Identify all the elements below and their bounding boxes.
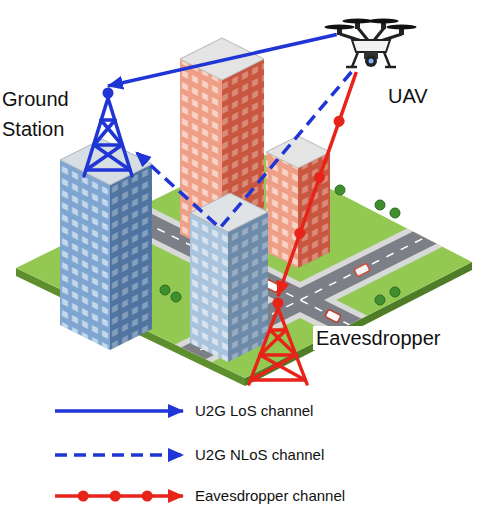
uav-drone [343, 19, 373, 24]
blue-building [110, 164, 152, 350]
trees [375, 200, 385, 210]
ground-station-tower [103, 88, 114, 99]
uav-drone [385, 66, 396, 69]
node-label: Ground Station [2, 84, 69, 144]
uav-drone [325, 19, 417, 68]
uav-drone [352, 40, 390, 52]
legend-label: U2G NLoS channel [195, 442, 324, 468]
node-label: Eavesdropper [313, 326, 444, 350]
legend-line-sample [55, 409, 183, 413]
legend-label: U2G LoS channel [195, 398, 313, 424]
front-building [228, 212, 268, 362]
ground-station-tower [86, 168, 130, 172]
trees [335, 185, 345, 195]
uav-drone [365, 55, 377, 67]
uav-drone [325, 25, 355, 30]
eavesdropper-tower [260, 355, 305, 380]
legend-line-sample [55, 453, 183, 457]
trees [171, 292, 181, 302]
small-red-building [266, 136, 330, 268]
eavesdropper-tower [260, 330, 286, 355]
blue-building [60, 160, 110, 350]
ground-station-node: Ground Station [80, 86, 136, 178]
legend-label: Eavesdropper channel [195, 483, 345, 509]
trees [160, 285, 170, 295]
blue-building [60, 139, 152, 185]
los-channel-arrow [108, 35, 337, 87]
uav-drone [352, 52, 358, 67]
legend-sample [48, 442, 190, 468]
uav-drone [369, 59, 374, 64]
blue-building [110, 164, 152, 350]
eavesdropper-tower [251, 378, 305, 382]
legend-row: Eavesdropper channel [0, 483, 481, 509]
legend-sample [48, 483, 190, 509]
uav-drone [384, 52, 390, 67]
eavesdropper-tower [251, 355, 296, 380]
eavesdropper-channel-arrow [278, 72, 356, 296]
blue-building [60, 160, 110, 350]
ground-station-tower [94, 145, 130, 170]
trees [390, 287, 400, 297]
eavesdropper-node: Eavesdropper [245, 296, 311, 386]
node-label: UAV [388, 84, 428, 108]
trees [390, 208, 400, 218]
eavesdropper-tower [273, 298, 284, 309]
legend-line-sample [55, 494, 183, 498]
front-building [190, 213, 228, 362]
ground-station-tower [84, 88, 132, 177]
uav-drone [346, 66, 357, 69]
nlos-channel-arrow [136, 72, 351, 228]
legend-row: U2G LoS channel [0, 398, 481, 424]
legend-row: U2G NLoS channel [0, 442, 481, 468]
small-red-building [298, 152, 330, 268]
front-building [190, 213, 228, 362]
cars [354, 263, 370, 276]
trees [375, 295, 385, 305]
small-red-building [298, 152, 330, 268]
front-building [228, 212, 268, 362]
ground-station-tower [94, 120, 115, 145]
front-building [190, 193, 268, 232]
uav-drone [387, 25, 417, 30]
uav-drone [369, 19, 399, 24]
uav-node: UAV [322, 22, 420, 72]
cars [325, 309, 341, 322]
eavesdropper-tower [249, 298, 307, 385]
ground-station-tower [86, 145, 122, 170]
blue-building [60, 139, 152, 350]
legend-sample [48, 398, 190, 424]
